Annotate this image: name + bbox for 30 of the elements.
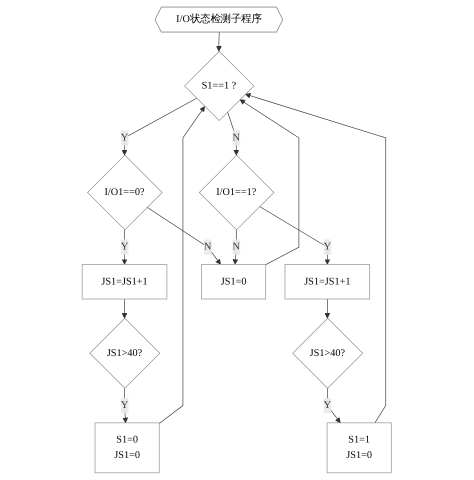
node-diamond: I/O1==1? [199,154,275,230]
node-box: JS1=JS1+1 [82,264,168,300]
arrow [327,388,341,424]
arrow [240,99,300,266]
edge-label: N [204,241,212,252]
node-box: S1=1 JS1=0 [327,422,392,474]
arrow [228,112,240,156]
edge-label: Y [324,400,332,411]
edge-label: Y [324,241,332,252]
node-diamond: JS1>40? [292,318,364,389]
edge-label: N [232,132,240,144]
edge-label: Y [121,241,129,252]
edge-label: Y [121,400,129,411]
edge-label: N [232,241,240,252]
node-box: JS1=0 [202,264,266,300]
arrow [147,206,222,265]
arrow [324,298,330,319]
arrow [245,93,386,424]
arrow [216,32,222,52]
node-diamond: I/O1==0? [87,154,163,230]
arrow [159,106,206,424]
edge-label: Y [121,132,129,144]
node-diamond: S1==1 ? [184,50,255,122]
node-diamond: JS1>40? [90,318,161,389]
arrow [232,230,238,265]
arrow [122,98,198,156]
arrow [122,298,128,319]
node-box: JS1=JS1+1 [284,264,370,300]
arrow [260,206,330,265]
node-box: S1=0 JS1=0 [95,422,160,474]
